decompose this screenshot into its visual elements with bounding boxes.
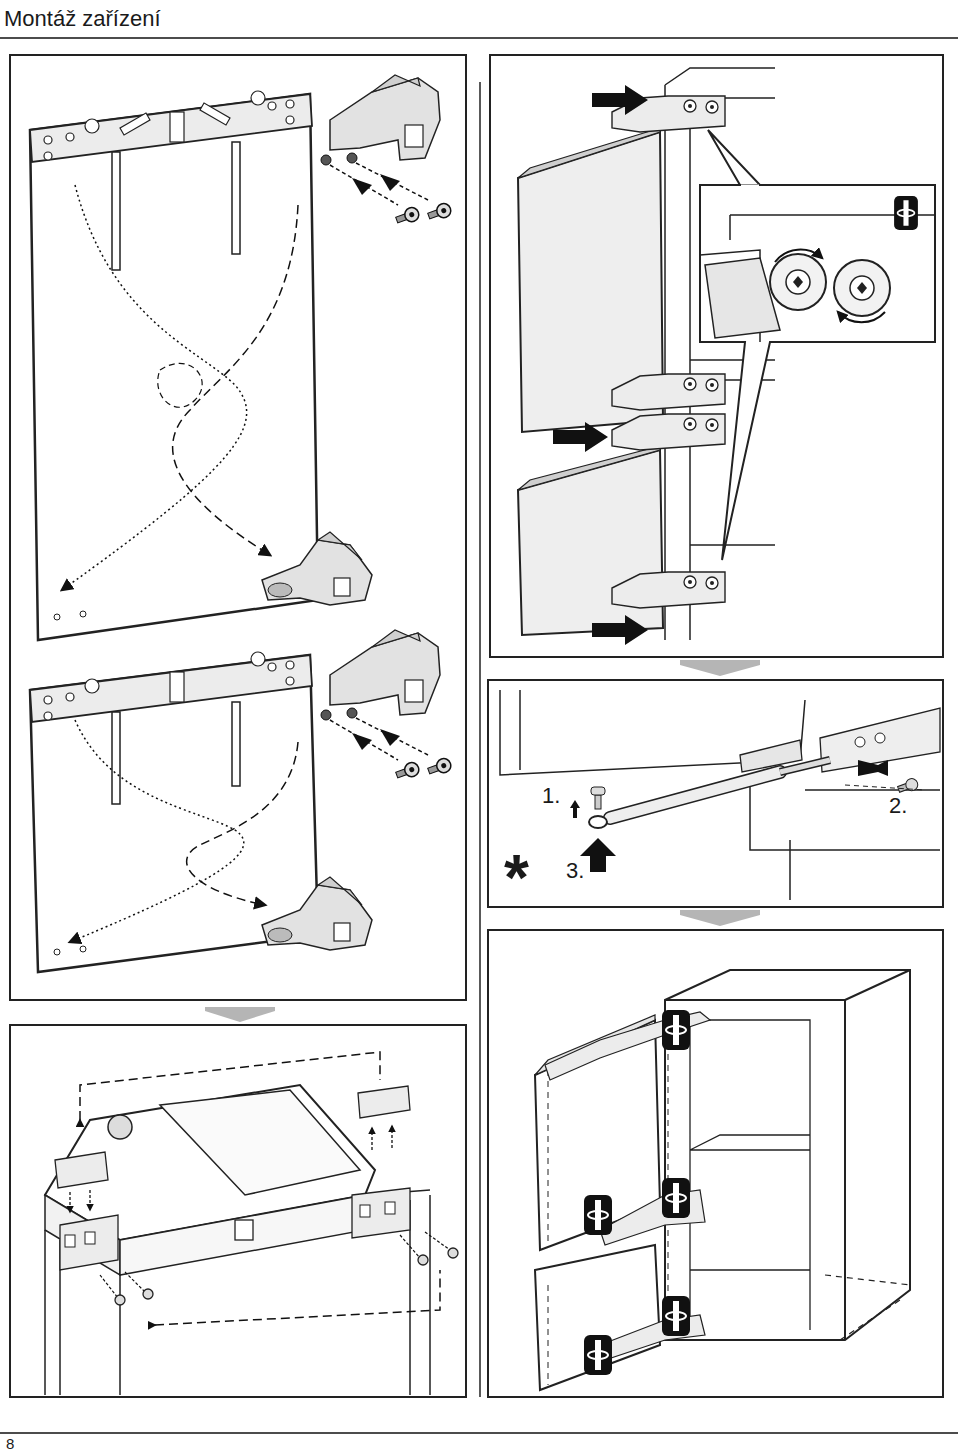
step-number: 1. bbox=[541, 785, 561, 807]
label-text: 2. bbox=[888, 793, 908, 818]
label-text: * bbox=[503, 842, 530, 914]
step-number: 3. bbox=[565, 860, 585, 882]
label-text: 8 bbox=[5, 1435, 15, 1452]
label-text: 1. bbox=[541, 783, 561, 808]
page-number: 8 bbox=[5, 1436, 15, 1452]
note-asterisk: * bbox=[503, 846, 530, 910]
title-text: Montáž zařízení bbox=[4, 6, 161, 31]
page-title: Montáž zařízení bbox=[4, 6, 161, 32]
step-number: 2. bbox=[888, 795, 908, 817]
label-text: 3. bbox=[565, 858, 585, 883]
